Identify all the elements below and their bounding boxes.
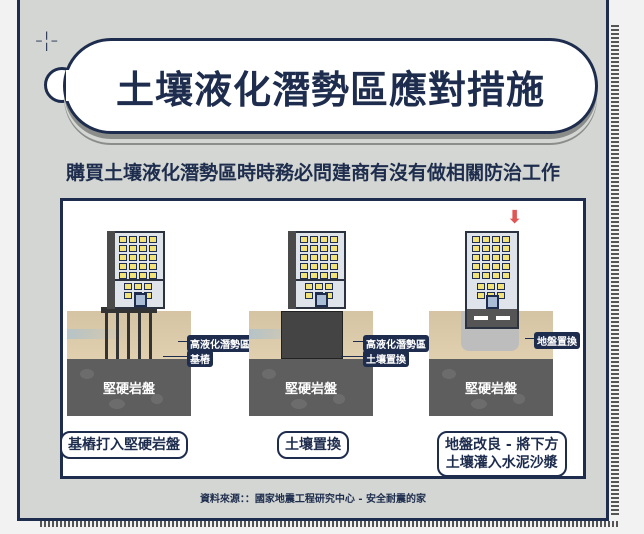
floor-divider: [296, 279, 344, 281]
building: [288, 231, 346, 309]
replaced-soil-block: [281, 311, 343, 359]
caption-line: 土壤灌入水泥沙漿: [445, 455, 558, 471]
diagram-piles: 堅硬岩盤: [67, 201, 191, 416]
source-credit: 資料來源：：國家地震工程研究中心 - 安全耐震的家: [199, 494, 427, 505]
label-ground-replacement: 地盤置換: [534, 332, 580, 349]
windows: [300, 236, 338, 279]
caption-ground-improvement: 地盤改良 - 將下方 土壤灌入水泥沙漿: [437, 431, 567, 477]
caption-soil-replacement: 土壤置換: [277, 431, 349, 459]
windows: [472, 236, 510, 279]
leader-line: [178, 341, 188, 342]
bedrock: 堅硬岩盤: [249, 359, 373, 416]
leader-line: [525, 338, 535, 339]
label-soil-replacement: 土壤置換: [363, 350, 409, 367]
liquefaction-zone: [249, 329, 309, 339]
bubble-mask: [66, 70, 86, 101]
bedrock: 堅硬岩盤: [67, 359, 191, 416]
diagram-soil-replacement: 堅硬岩盤: [249, 201, 373, 416]
label-high-liquefaction: 高液化潛勢區: [363, 335, 429, 352]
label-high-liquefaction: 高液化潛勢區: [187, 335, 253, 352]
diagram-panel: 堅硬岩盤 高液化潛勢區 基樁 基樁打入堅硬岩盤 堅硬岩盤 高液化潛勢區 土壤置換…: [60, 198, 586, 479]
label-piles: 基樁: [187, 350, 213, 367]
caption-piles: 基樁打入堅硬岩盤: [60, 431, 188, 459]
page-title: 土壤液化潛勢區應對措施: [115, 67, 545, 112]
building-side: [107, 231, 115, 309]
leader-line: [353, 341, 365, 342]
floor-divider: [115, 279, 163, 281]
load-arrow-icon: ⬇: [507, 207, 523, 228]
leader-line: [163, 356, 188, 357]
building: [107, 231, 165, 309]
door: [486, 295, 499, 309]
pile-cap: [101, 307, 157, 313]
leader-line: [341, 356, 365, 357]
door: [315, 293, 328, 307]
title-banner: 土壤液化潛勢區應對措施: [63, 38, 598, 134]
bedrock: 堅硬岩盤: [429, 359, 553, 416]
sparkle-icon: -¦-: [35, 28, 59, 53]
decorative-stripes-bottom: [40, 521, 618, 527]
basement: [467, 309, 517, 327]
door: [134, 293, 147, 307]
diagram-ground-improvement: 堅硬岩盤: [429, 201, 553, 416]
decorative-stripes: [611, 25, 619, 515]
building: [465, 231, 519, 329]
subtitle: 購買土壤液化潛勢區時時務必問建商有沒有做相關防治工作: [65, 162, 560, 184]
piles: [105, 313, 153, 359]
building-side: [288, 231, 296, 309]
windows: [119, 236, 157, 279]
caption-line: 地盤改良 - 將下方: [445, 437, 559, 453]
liquefaction-zone: [67, 329, 127, 339]
